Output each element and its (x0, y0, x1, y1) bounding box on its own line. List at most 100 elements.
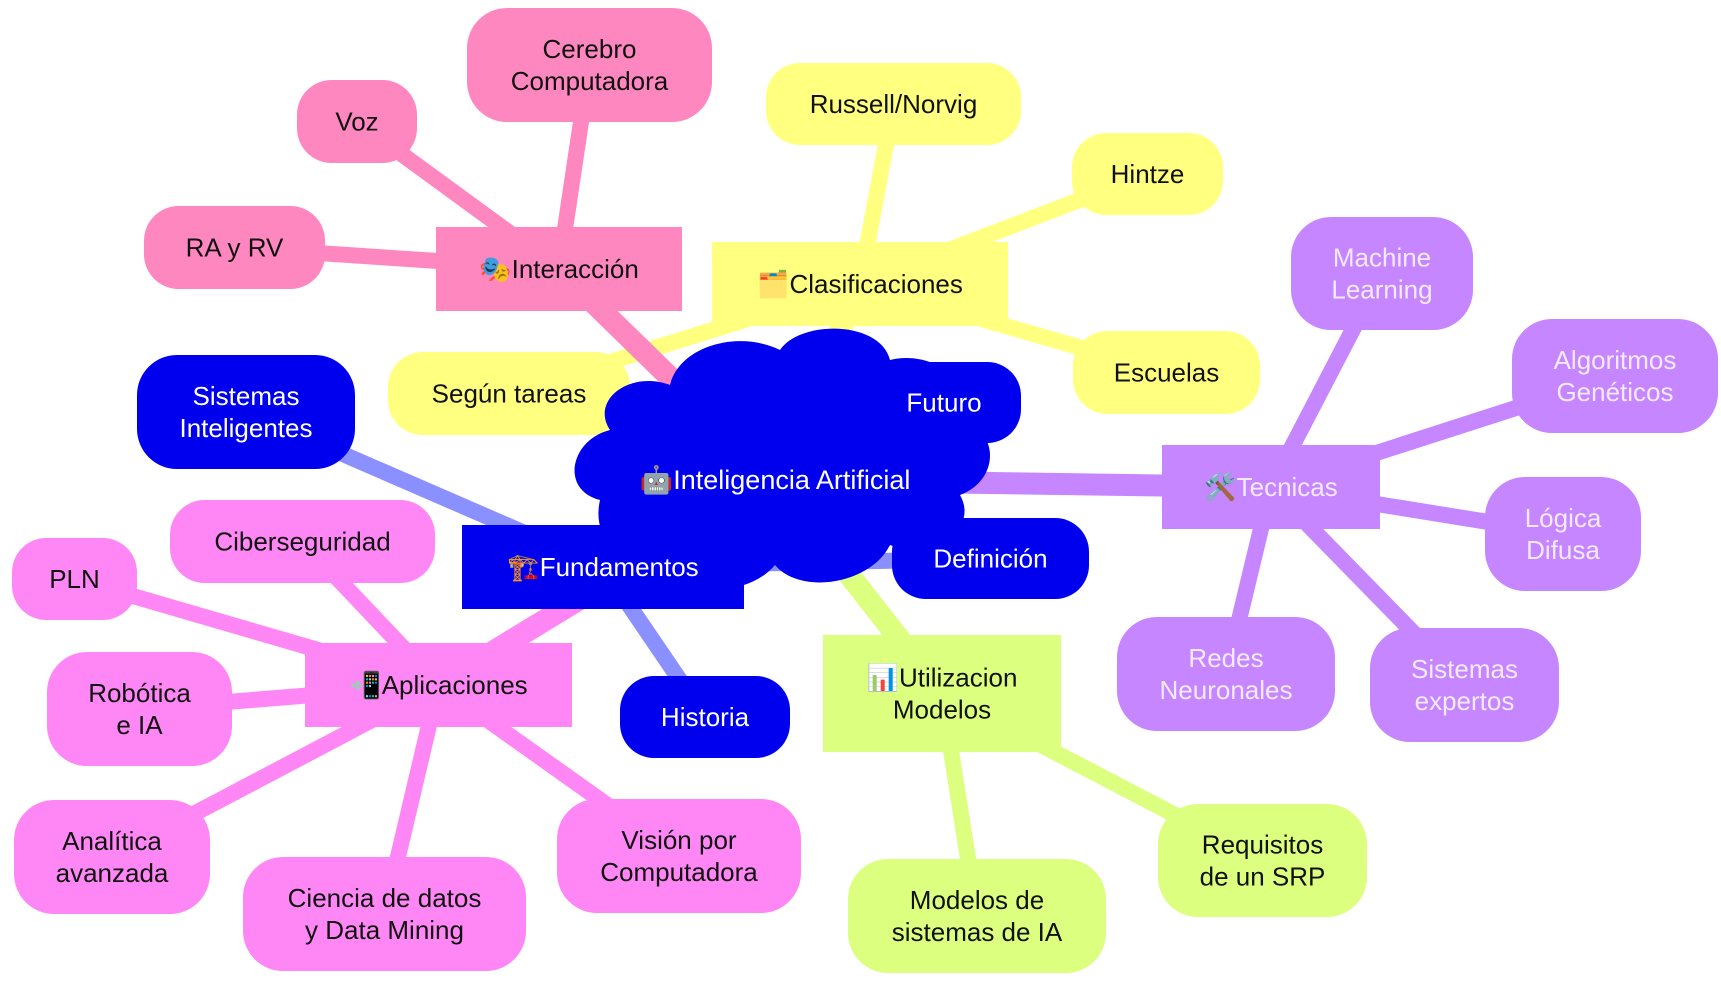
node-hintze-shape (1072, 133, 1223, 215)
node-requisitos-srp-label: de un SRP (1200, 862, 1326, 892)
node-futuro-shape (867, 362, 1021, 443)
node-ra-rv[interactable]: RA y RV (144, 206, 325, 289)
node-redes-neuronales-label: Neuronales (1160, 675, 1293, 705)
node-tecnicas-label: 🛠️Tecnicas (1204, 471, 1338, 502)
node-logica-difusa-shape (1485, 477, 1641, 591)
node-sistemas-inteligentes-label: Sistemas (193, 381, 300, 411)
node-pln[interactable]: PLN (12, 538, 137, 620)
node-interaccion[interactable]: 🎭Interacción (436, 227, 682, 311)
node-algoritmos-geneticos-shape (1512, 319, 1718, 433)
node-russell-norvig-label: Russell/Norvig (810, 89, 978, 119)
node-pln-label: PLN (49, 564, 100, 594)
node-russell-norvig-shape (766, 63, 1021, 145)
node-aplicaciones[interactable]: 📲Aplicaciones (305, 643, 572, 727)
node-pln-shape (12, 538, 137, 620)
node-machine-learning-label: Machine (1333, 243, 1431, 273)
node-ciencia-datos-label: Ciencia de datos (288, 883, 482, 913)
node-fundamentos-shape (462, 525, 744, 609)
node-fundamentos-label: 🏗️Fundamentos (507, 552, 698, 582)
node-vision-computadora-shape (557, 799, 801, 913)
node-sistemas-expertos-shape (1370, 628, 1559, 742)
node-modelos-sistemas-ia-label: sistemas de IA (892, 917, 1063, 947)
node-clasificaciones-label: 🗂️Clasificaciones (757, 269, 963, 299)
node-interaccion-shape (436, 227, 682, 311)
node-voz-label: Voz (335, 107, 378, 137)
node-aplicaciones-shape (305, 643, 572, 727)
theater-masks-icon: 🎭 (479, 254, 511, 284)
node-segun-tareas[interactable]: Según tareas (388, 352, 630, 435)
node-ra-rv-shape (144, 206, 325, 289)
node-vision-computadora-label: Computadora (600, 857, 758, 887)
node-algoritmos-geneticos-label: Algoritmos (1554, 345, 1677, 375)
node-futuro[interactable]: Futuro (867, 362, 1021, 443)
node-ciberseguridad[interactable]: Ciberseguridad (170, 500, 435, 583)
node-sistemas-inteligentes-shape (137, 355, 355, 469)
node-historia-shape (620, 676, 790, 758)
node-sistemas-inteligentes-label: Inteligentes (180, 413, 313, 443)
node-logica-difusa-label: Lógica (1525, 503, 1602, 533)
node-tecnicas[interactable]: 🛠️Tecnicas (1162, 445, 1380, 529)
node-analitica-avanzada-shape (14, 800, 210, 914)
node-voz[interactable]: Voz (297, 80, 417, 163)
node-clasificaciones[interactable]: 🗂️Clasificaciones (712, 242, 1008, 326)
node-tecnicas-label-text: Tecnicas (1237, 472, 1338, 502)
node-cerebro-computadora-label: Cerebro (543, 34, 637, 64)
node-hintze[interactable]: Hintze (1072, 133, 1223, 215)
node-sistemas-expertos-label: Sistemas (1411, 654, 1518, 684)
node-redes-neuronales-shape (1117, 617, 1335, 731)
node-cerebro-computadora-label: Computadora (511, 66, 669, 96)
node-fundamentos-label-text: Fundamentos (540, 552, 699, 582)
node-redes-neuronales-label: Redes (1188, 643, 1263, 673)
node-clasificaciones-label-text: Clasificaciones (789, 269, 962, 299)
node-voz-shape (297, 80, 417, 163)
node-definicion[interactable]: Definición (892, 518, 1089, 599)
node-algoritmos-geneticos-label: Genéticos (1556, 377, 1673, 407)
node-historia[interactable]: Historia (620, 676, 790, 758)
node-ciberseguridad-shape (170, 500, 435, 583)
node-utilizacion-shape (823, 635, 1061, 752)
node-machine-learning-label: Learning (1331, 275, 1432, 305)
center-label-text: Inteligencia Artificial (673, 465, 910, 495)
node-sistemas-expertos-label: expertos (1415, 686, 1515, 716)
node-requisitos-srp-shape (1158, 804, 1367, 917)
node-utilizacion-label-text: Utilizacion (899, 663, 1018, 693)
node-ciberseguridad-label: Ciberseguridad (214, 527, 390, 557)
robot-icon: 🤖 (640, 464, 674, 495)
node-escuelas-shape (1073, 331, 1260, 414)
node-segun-tareas-shape (388, 352, 630, 435)
node-utilizacion-label-line2: Modelos (893, 695, 991, 725)
node-segun-tareas-label: Según tareas (432, 379, 587, 409)
node-russell-norvig[interactable]: Russell/Norvig (766, 63, 1021, 145)
node-cerebro-computadora-shape (467, 8, 712, 122)
node-ra-rv-label: RA y RV (186, 233, 284, 263)
node-escuelas[interactable]: Escuelas (1073, 331, 1260, 414)
node-historia-label: Historia (661, 702, 750, 732)
node-vision-computadora-label: Visión por (621, 825, 736, 855)
node-fundamentos[interactable]: 🏗️Fundamentos (462, 525, 744, 609)
node-utilizacion-label: 📊Utilizacion (867, 663, 1018, 693)
node-interaccion-label: 🎭Interacción (479, 254, 639, 284)
center-label: 🤖Inteligencia Artificial (640, 464, 911, 495)
node-requisitos-srp-label: Requisitos (1202, 830, 1323, 860)
node-robotica-ia-label: Robótica (88, 678, 191, 708)
node-analitica-avanzada-label: avanzada (56, 858, 169, 888)
node-aplicaciones-label: 📲Aplicaciones (349, 670, 527, 700)
card-index-dividers-icon: 🗂️ (757, 269, 789, 299)
node-logica-difusa-label: Difusa (1526, 535, 1600, 565)
hammer-wrench-icon: 🛠️ (1204, 471, 1236, 502)
